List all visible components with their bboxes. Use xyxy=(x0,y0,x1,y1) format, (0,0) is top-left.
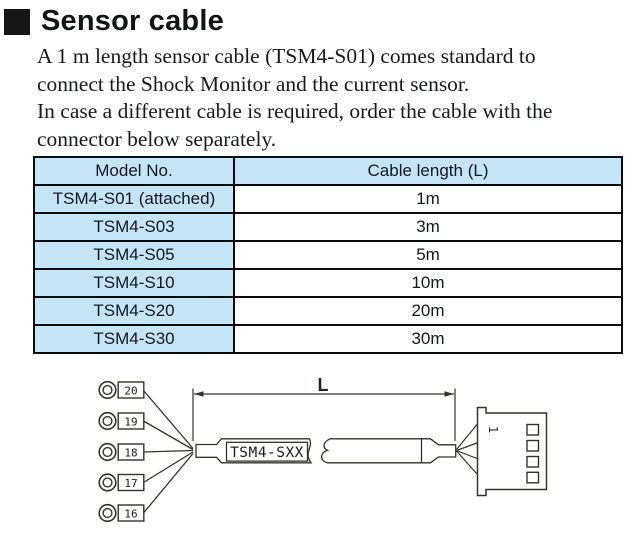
intro-line: In case a different cable is required, o… xyxy=(37,99,553,123)
cable-label: TSM4-SXX xyxy=(230,445,304,461)
wire-line xyxy=(143,390,194,449)
ring-terminal: 19 xyxy=(98,411,145,431)
connector-pin xyxy=(526,439,540,452)
ring-lug-hole-icon xyxy=(102,446,113,458)
intro-text: A 1 m length sensor cable (TSM4-S01) com… xyxy=(37,43,552,153)
column-header-model: Model No. xyxy=(33,156,235,186)
wire-line xyxy=(456,424,478,450)
model-cell: TSM4-S05 xyxy=(33,240,235,270)
model-cell: TSM4-S20 xyxy=(33,296,235,326)
arrowhead-left-icon xyxy=(194,391,204,397)
ring-lug-hole-icon xyxy=(102,507,113,519)
ring-terminal: 18 xyxy=(98,442,145,462)
table-row: TSM4-S03 3m xyxy=(33,212,623,242)
length-cell: 1m xyxy=(233,184,623,214)
model-cell: TSM4-S01 (attached) xyxy=(33,184,235,214)
length-cell: 3m xyxy=(233,212,623,242)
cable-right-section xyxy=(320,438,457,464)
terminal-number: 18 xyxy=(124,446,137,459)
table-row: TSM4-S05 5m xyxy=(33,240,623,270)
ring-lug-hole-icon xyxy=(102,477,113,488)
terminal-label-box xyxy=(117,381,145,399)
ring-terminal: 20 xyxy=(98,380,145,400)
ring-lug-hole-icon xyxy=(102,415,113,427)
connector-housing xyxy=(476,406,548,497)
page-title: Sensor cable xyxy=(41,5,224,37)
section-bullet-icon xyxy=(4,8,30,35)
dimension: L xyxy=(192,375,456,441)
terminal-number: 19 xyxy=(124,415,137,428)
model-cell: TSM4-S10 xyxy=(33,268,235,298)
wire-line xyxy=(456,450,478,475)
pin-number: 1 xyxy=(486,426,501,434)
terminal-label-box xyxy=(117,504,145,522)
cable-diagram: 20 19 18 17 16 xyxy=(98,375,548,523)
length-cell: 5m xyxy=(233,240,623,270)
cable-left-section: TSM4-SXX xyxy=(195,438,313,464)
table-row: TSM4-S10 10m xyxy=(33,268,623,298)
connector-pin xyxy=(526,471,540,484)
connector: 1 xyxy=(476,406,548,497)
wire-line xyxy=(143,451,194,484)
table-row: TSM4-S01 (attached) 1m xyxy=(33,184,623,214)
model-cell: TSM4-S03 xyxy=(33,212,235,242)
section-heading: Sensor cable xyxy=(4,7,224,36)
wire-line xyxy=(456,449,478,460)
column-header-length: Cable length (L) xyxy=(233,156,623,186)
connector-pin xyxy=(526,455,540,468)
arrowhead-right-icon xyxy=(444,391,454,397)
length-cell: 10m xyxy=(233,268,623,298)
terminal-number: 20 xyxy=(124,384,137,397)
table-row: TSM4-S30 30m xyxy=(33,324,623,354)
terminal-label-box xyxy=(117,473,145,492)
length-cell: 30m xyxy=(233,324,623,354)
model-cell: TSM4-S30 xyxy=(33,324,235,354)
intro-line: A 1 m length sensor cable (TSM4-S01) com… xyxy=(37,44,536,68)
cable-break-icon xyxy=(320,438,331,464)
intro-line: connector below separately. xyxy=(37,126,277,151)
wire-line xyxy=(143,449,194,453)
ring-terminals: 20 19 18 17 16 xyxy=(98,380,145,523)
table-header-row: Model No. Cable length (L) xyxy=(33,156,623,186)
wire-line xyxy=(143,453,194,514)
cable-length-table: Model No. Cable length (L) TSM4-S01 (att… xyxy=(33,156,623,354)
terminal-number: 16 xyxy=(124,507,137,520)
terminal-wires xyxy=(143,390,194,514)
terminal-label-box xyxy=(117,412,145,430)
ring-terminal: 16 xyxy=(98,503,145,523)
intro-line: connect the Shock Monitor and the curren… xyxy=(37,71,470,96)
ring-terminal: 17 xyxy=(98,473,145,492)
connector-wires xyxy=(456,424,478,475)
terminal-label-box xyxy=(117,443,145,461)
cable-label-box xyxy=(225,441,309,462)
wire-line xyxy=(456,442,478,452)
table-row: TSM4-S20 20m xyxy=(33,296,623,326)
dimension-label: L xyxy=(318,375,329,395)
terminal-number: 17 xyxy=(124,477,137,490)
length-cell: 20m xyxy=(233,296,623,326)
connector-pin xyxy=(526,423,540,436)
wire-line xyxy=(143,420,194,451)
ring-lug-hole-icon xyxy=(102,384,113,396)
cable-boot xyxy=(420,438,457,464)
